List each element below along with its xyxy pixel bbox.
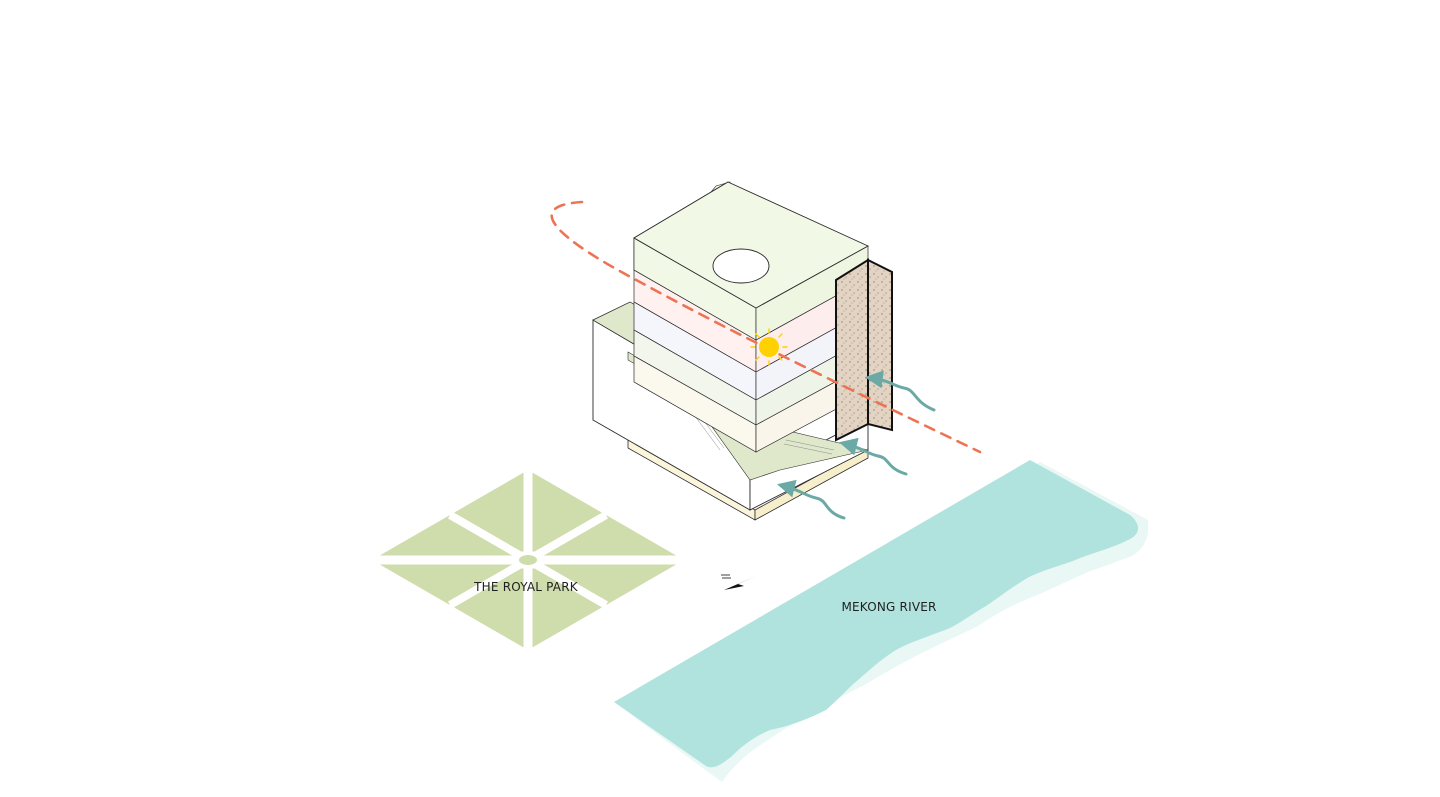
facade-screen [835,258,893,442]
wind-arrow-icon [839,437,908,476]
building-axonometric [592,181,893,521]
wind-arrow-icon [864,370,936,412]
park-roundabout-center [519,555,537,565]
wind-arrows [777,370,936,520]
north-arrow-icon [721,574,756,590]
park-label: THE ROYAL PARK [473,580,579,594]
royal-park: THE ROYAL PARK [372,470,684,650]
wind-arrow-icon [777,479,846,520]
sun-path-arc [550,200,982,454]
roof-skylight [712,248,770,284]
roof-top [633,181,869,309]
river-label: MEKONG RIVER [841,600,936,614]
river-water [614,460,1139,768]
sun-icon [750,328,788,366]
mekong-river: MEKONG RIVER [614,460,1149,782]
